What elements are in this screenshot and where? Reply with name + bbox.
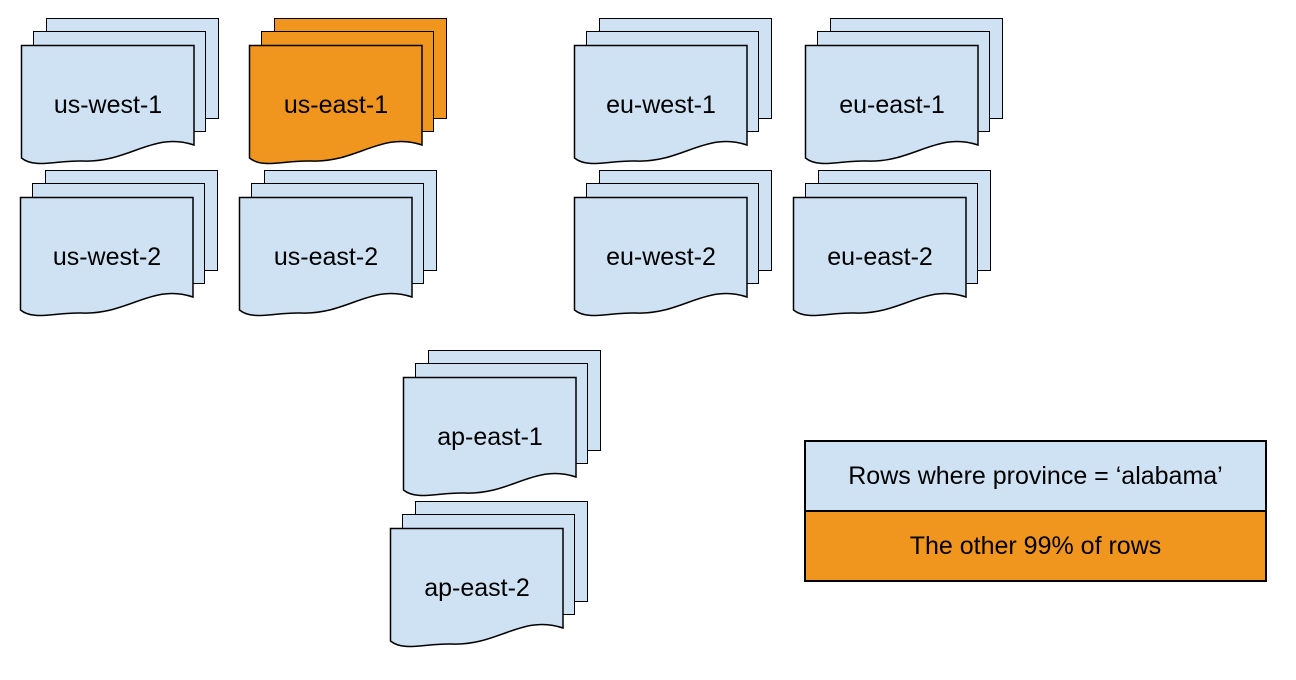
stack-label: ap-east-2: [424, 573, 530, 602]
stack-ap-east-2: ap-east-2: [389, 501, 589, 655]
stack-label: us-west-1: [53, 90, 163, 119]
stack-label: eu-east-2: [827, 242, 933, 271]
stack-label: eu-east-1: [839, 90, 945, 119]
document-shape: [238, 196, 413, 317]
stack-label: us-east-2: [273, 242, 379, 271]
document-shape: [20, 44, 195, 165]
legend-row-other: The other 99% of rows: [806, 510, 1265, 580]
legend-label-alabama: Rows where province = ‘alabama’: [848, 461, 1223, 490]
stack-eu-west-1: eu-west-1: [573, 18, 773, 172]
document-shape: [402, 376, 577, 497]
document-shape: [248, 44, 423, 165]
document-shape: [389, 527, 564, 648]
stack-label: eu-west-2: [606, 242, 716, 271]
legend-label-other: The other 99% of rows: [909, 531, 1162, 560]
stack-us-east-1: us-east-1: [248, 18, 448, 172]
legend: Rows where province = ‘alabama’ The othe…: [804, 440, 1267, 582]
legend-row-alabama: Rows where province = ‘alabama’: [806, 442, 1265, 510]
stack-ap-east-1: ap-east-1: [402, 350, 602, 504]
document-shape: [804, 44, 979, 165]
stack-eu-west-2: eu-west-2: [573, 170, 773, 324]
stack-eu-east-1: eu-east-1: [804, 18, 1004, 172]
document-shape: [19, 196, 194, 317]
stack-us-west-2: us-west-2: [19, 170, 219, 324]
stack-us-east-2: us-east-2: [238, 170, 438, 324]
stack-label: eu-west-1: [606, 90, 716, 119]
document-shape: [573, 196, 748, 317]
document-shape: [792, 196, 967, 317]
stack-label: us-west-2: [52, 242, 162, 271]
stack-label: us-east-1: [283, 90, 389, 119]
stack-us-west-1: us-west-1: [20, 18, 220, 172]
document-shape: [573, 44, 748, 165]
stack-eu-east-2: eu-east-2: [792, 170, 992, 324]
stack-label: ap-east-1: [437, 422, 543, 451]
